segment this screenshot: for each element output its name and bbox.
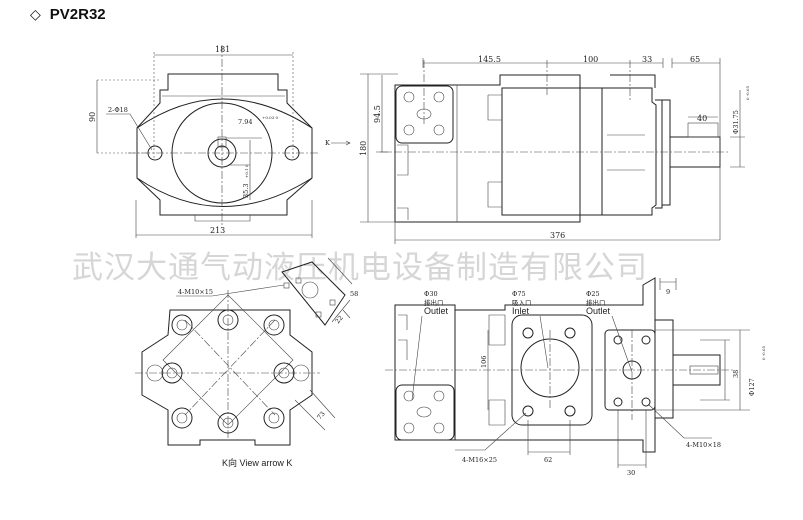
port1-label-en: Outlet [424, 306, 449, 316]
port2-label-cn: 吸入口 [512, 299, 532, 307]
dim-376: 376 [550, 231, 565, 240]
pilot-diameter: Φ127 [748, 378, 756, 396]
dim-9: 9 [666, 288, 670, 296]
model-name: PV2R32 [49, 6, 106, 23]
k-view: 4-M10×15 58 22 73 K向 View arrow K [135, 257, 358, 468]
bolt-circles [146, 309, 310, 434]
holes-label: 2-Φ18 [108, 106, 128, 114]
inlet-thread-label: 4-M16×25 [462, 456, 497, 464]
key-height-tol: +0.1 0 [244, 164, 249, 178]
dim-38: 38 [732, 370, 740, 378]
port3-label-cn: 排出口 [586, 298, 606, 307]
port1-diameter: Φ30 [424, 290, 438, 298]
port1-label-cn: 排出口 [424, 298, 444, 307]
k-view-caption: K向 View arrow K [222, 457, 292, 468]
dim-40: 40 [697, 114, 707, 123]
dim-58: 58 [350, 290, 358, 298]
dim-73: 73 [315, 410, 326, 421]
page-title: ◇ PV2R32 [30, 6, 106, 23]
dim-30: 30 [627, 469, 635, 477]
dim-65: 65 [690, 55, 700, 64]
dim-100: 100 [583, 55, 598, 64]
dim-181: 181 [215, 45, 230, 54]
top-view: Φ30 排出口 Outlet Φ75 吸入口 Inlet Φ25 排出口 Out… [385, 277, 766, 477]
front-view: 181 90 2-Φ18 7.94 +0.03 0 35.3 +0.1 0 21… [88, 45, 351, 238]
pilot-tolerance: 0 -0.05 [761, 345, 766, 360]
dim-106: 106 [480, 356, 488, 368]
k-thread-label: 4-M10×15 [178, 288, 213, 296]
dim-180: 180 [359, 141, 368, 156]
outlet-thread-label: 4-M10×18 [686, 441, 721, 449]
key-width-tol: +0.03 0 [262, 115, 279, 120]
watermark: 武汉大通气动液压机电设备制造有限公司 [72, 250, 648, 286]
dim-145-5: 145.5 [478, 55, 501, 64]
key-width-label: 7.94 [238, 118, 252, 126]
dim-62: 62 [544, 456, 552, 464]
dim-22: 22 [333, 314, 344, 325]
shaft-diameter: Φ31.75 [732, 110, 740, 134]
key-height-label: 35.3 [242, 184, 250, 198]
port3-label-en: Outlet [586, 306, 611, 316]
diamond-outline-icon: ◇ [30, 6, 41, 22]
arrow-right-icon [331, 140, 351, 146]
port2-diameter: Φ75 [512, 290, 526, 298]
arrow-k-label: K [325, 139, 330, 147]
dim-33: 33 [642, 55, 652, 64]
dim-90: 90 [88, 112, 97, 122]
dim-213: 213 [210, 226, 225, 235]
port2-label-en: Inlet [512, 306, 530, 316]
dim-94-5: 94.5 [373, 105, 382, 123]
shaft-tolerance: 0 -0.05 [745, 85, 750, 100]
port3-diameter: Φ25 [586, 290, 600, 298]
side-view: 145.5 100 33 65 94.5 180 40 Φ31.75 0 -0.… [359, 55, 750, 244]
